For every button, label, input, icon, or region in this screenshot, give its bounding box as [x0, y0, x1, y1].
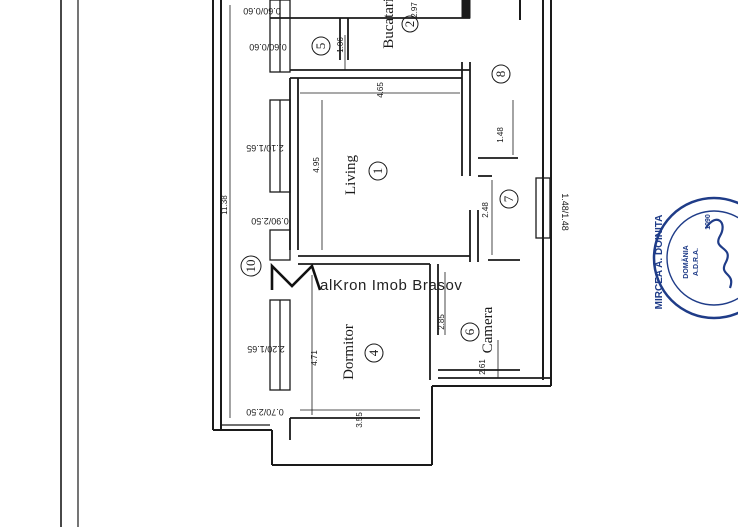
window-note-1: 0.60/0.60	[243, 6, 281, 16]
room-10-number: 10	[243, 260, 258, 273]
living-number: 1	[370, 168, 385, 175]
dormitor-width-dim: 3.55	[355, 412, 364, 428]
interior-walls	[270, 17, 551, 440]
outer-walls	[212, 0, 552, 466]
camera-dim-b: 2.61	[478, 359, 487, 375]
window-note-3: 2.10/1.65	[246, 143, 284, 153]
room-number-circles	[240, 15, 519, 363]
camera-dim-a: 2.85	[437, 314, 446, 330]
west-windows	[221, 0, 291, 426]
window-note-7: 1.48/1.48	[560, 193, 570, 231]
living-label: Living	[343, 155, 359, 195]
watermark-text: alKron Imob Brasov	[320, 277, 463, 294]
room-5-dim: 1.06	[336, 37, 345, 53]
dimension-lines	[229, 5, 514, 418]
stamp-sub-2: 1090	[705, 214, 712, 230]
camera-number: 6	[462, 328, 477, 335]
bucatarie-number: 2	[402, 21, 417, 28]
stamp-domain: DOMĂNIA	[681, 245, 690, 278]
room-10-dim: 11.38	[220, 195, 229, 215]
bucatarie-label: Bucatarie	[381, 0, 397, 49]
kitchen-fixture	[461, 0, 471, 19]
stamp-name: MIRCEA A. DOINITA	[654, 215, 665, 310]
dormitor-label: Dormitor	[341, 324, 357, 380]
living-height-dim: 4.95	[312, 157, 321, 173]
page-border	[60, 0, 79, 527]
camera-label: Camera	[480, 306, 496, 353]
window-note-5: 2.20/1.65	[247, 344, 285, 354]
watermark-logo-icon	[270, 262, 322, 291]
room-8-number: 8	[493, 71, 508, 78]
room-7-dim-b: 2.48	[481, 202, 490, 218]
living-width-dim: 4.65	[376, 82, 385, 98]
window-note-4: 0.90/2.50	[251, 216, 289, 226]
window-note-6: 0.70/2.50	[246, 407, 284, 417]
room-7-number: 7	[501, 195, 516, 202]
bucatarie-dim: 2.97	[410, 2, 419, 18]
stamp-signature	[705, 218, 733, 289]
east-window	[535, 177, 551, 239]
notary-stamp	[652, 196, 738, 320]
window-note-2: 0.60/0.60	[249, 42, 287, 52]
room-5-number: 5	[313, 43, 328, 50]
room-7-dim-a: 1.48	[496, 127, 505, 143]
stamp-sub-1: A.D.R.A.	[693, 248, 700, 276]
dormitor-height-dim: 4.71	[310, 350, 319, 366]
dormitor-number: 4	[366, 349, 381, 356]
